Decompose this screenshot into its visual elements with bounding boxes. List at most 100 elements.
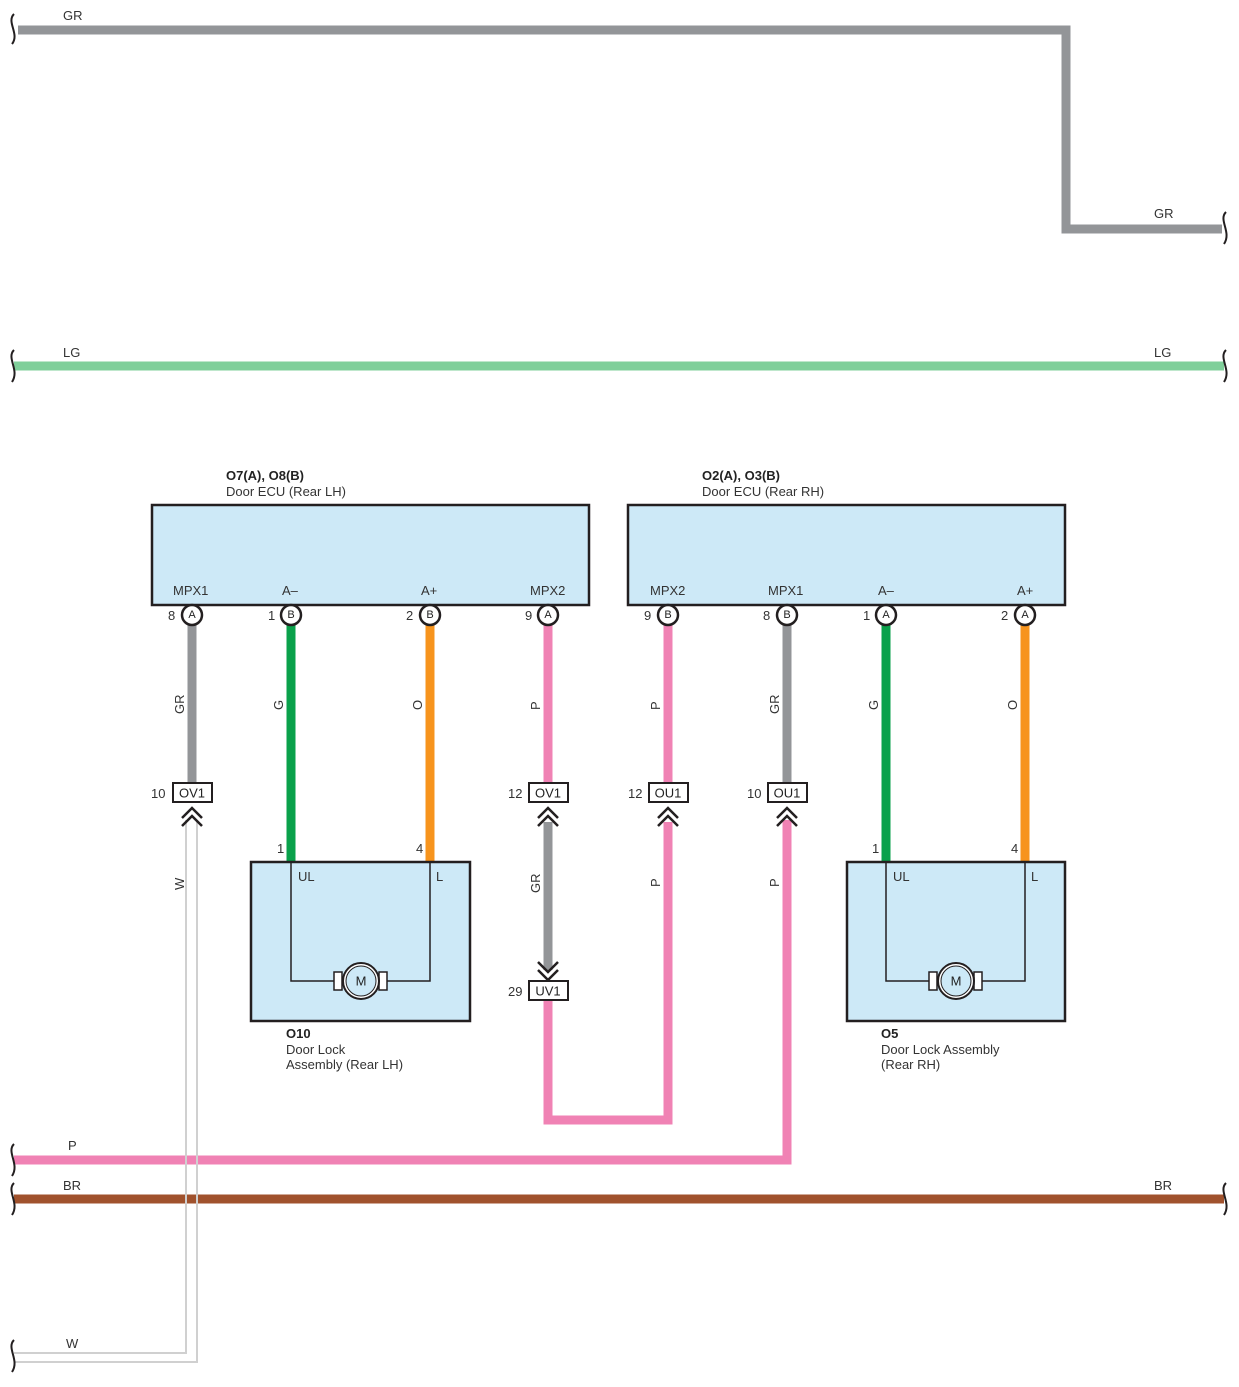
wire-color-labels: GR G O P P GR G O W GR P P [172,695,1020,894]
ecu-rh-pin-mpx2: MPX2 [650,583,685,598]
ecu-lh-pin-a-plus: A+ [421,583,437,598]
pin-letter: B [783,609,790,621]
door-lock-assembly-rear-rh: 1 4 UL L M O5 Door Lock Assembly (Rear R… [845,841,1067,1072]
junction-num: 12 [628,786,642,801]
pin-circles: A 8 B 1 B 2 A 9 B 9 B 8 A 1 A 2 [168,603,1037,627]
wire-label-lh-a-plus: O [410,700,425,710]
door-ecu-rear-rh: O2(A), O3(B) Door ECU (Rear RH) MPX2 MPX… [626,468,1067,607]
pin-connector-icon [279,603,303,627]
lock-rh-pin-num-ul: 1 [872,841,879,856]
lock-rh-name-2: (Rear RH) [881,1057,940,1072]
lock-rh-id: O5 [881,1026,898,1041]
pin-connector-icon [874,603,898,627]
pin-letter: A [1021,609,1029,621]
wire-break-left-icon [10,1182,16,1216]
pin-connector-icon [656,603,680,627]
wire-break-right-icon [1222,211,1228,245]
lock-rh-pin-ul: UL [893,869,910,884]
wire-break-left-icon [10,1339,16,1373]
junction-ov1-left: OV1 10 [151,782,213,827]
wire-label-rh-a-plus: O [1005,700,1020,710]
wire-label-mid-gr: GR [528,874,543,894]
wire-label-rh-mpx1: GR [767,695,782,715]
pin-letter: A [188,609,196,621]
gr-left-label: GR [63,8,83,23]
w-left-label: W [66,1336,79,1351]
pin-letter: A [544,609,552,621]
lock-lh-pin-num-l: 4 [416,841,423,856]
wire-label-rh-a-minus: G [866,700,881,710]
wire-label-lh-mpx1: GR [172,695,187,715]
lock-lh-pin-l: L [436,869,443,884]
wire-label-lh-mpx2: P [528,701,543,710]
pin-letter: B [426,609,433,621]
wire-break-left-icon [10,349,16,383]
lock-lh-name-1: Door Lock [286,1042,346,1057]
wire-break-right-icon [1222,1182,1228,1216]
junction-name: UV1 [535,984,560,999]
lg-right-label: LG [1154,345,1171,360]
junction-ov1-mid: OV1 12 [508,782,569,827]
motor-icon: M [928,962,983,1000]
connector-chevron-icon [181,806,203,827]
pin-connector-icon [418,603,442,627]
motor-icon: M [333,962,388,1000]
pin-number: 8 [168,608,175,623]
wire-label-ou1-10-below: P [767,878,782,887]
lg-bus-wire: LG LG [10,345,1228,383]
wire-label-lh-a-minus: G [271,700,286,710]
wire-break-left-icon [10,13,16,45]
w-wire-crossing [185,1150,198,1210]
wire-p-loop [543,822,673,1125]
motor-label: M [951,974,962,989]
wire-break-left-icon [10,1143,16,1177]
ecu-lh-pin-mpx1: MPX1 [173,583,208,598]
motor-label: M [356,974,367,989]
junction-num: 10 [747,786,761,801]
wire-break-right-icon [1222,349,1228,383]
ecu-rh-pin-mpx1: MPX1 [768,583,803,598]
wire-label-lh-below-ov1: W [172,877,187,890]
lock-lh-id: O10 [286,1026,311,1041]
gr-right-label: GR [1154,206,1174,221]
wire-label-rh-mpx2: P [648,701,663,710]
pin-letter: A [882,609,890,621]
pin-number: 8 [763,608,770,623]
pin-connector-icon [536,603,560,627]
pin-connector-icon [775,603,799,627]
lock-lh-pin-num-ul: 1 [277,841,284,856]
ecu-lh-name: Door ECU (Rear LH) [226,484,346,499]
ecu-rh-pin-a-minus: A– [878,583,895,598]
connector-chevron-icon [537,806,559,827]
pin-number: 2 [406,608,413,623]
ecu-lh-pin-mpx2: MPX2 [530,583,565,598]
pin-connector-icon [1013,603,1037,627]
junction-ou1-10: OU1 10 [747,782,808,827]
lg-left-label: LG [63,345,80,360]
lock-lh-name-2: Assembly (Rear LH) [286,1057,403,1072]
lock-rh-name-1: Door Lock Assembly [881,1042,1000,1057]
gr-bus-wire: GR GR [10,8,1228,245]
wire-label-ou1-12-below: P [648,878,663,887]
junction-name: OV1 [179,786,205,801]
pin-number: 9 [525,608,532,623]
p-left-label: P [68,1138,77,1153]
junction-num: 10 [151,786,165,801]
door-lock-assembly-rear-lh: 1 4 UL L M O10 Door Lock Assembly (Rear … [249,841,472,1072]
w-bus-wire: W [10,820,198,1373]
pin-letter: B [287,609,294,621]
lock-lh-pin-ul: UL [298,869,315,884]
lock-rh-pin-num-l: 4 [1011,841,1018,856]
br-right-label: BR [1154,1178,1172,1193]
junction-ou1-12: OU1 12 [628,782,689,827]
lock-rh-pin-l: L [1031,869,1038,884]
br-left-label: BR [63,1178,81,1193]
junction-uv1: UV1 29 [508,961,569,1001]
ecu-rh-pin-a-plus: A+ [1017,583,1033,598]
ecu-lh-id: O7(A), O8(B) [226,468,304,483]
ecu-lh-pin-a-minus: A– [282,583,299,598]
connector-chevron-icon [657,806,679,827]
junction-name: OV1 [535,786,561,801]
br-bus-wire: BR BR [10,1178,1228,1216]
